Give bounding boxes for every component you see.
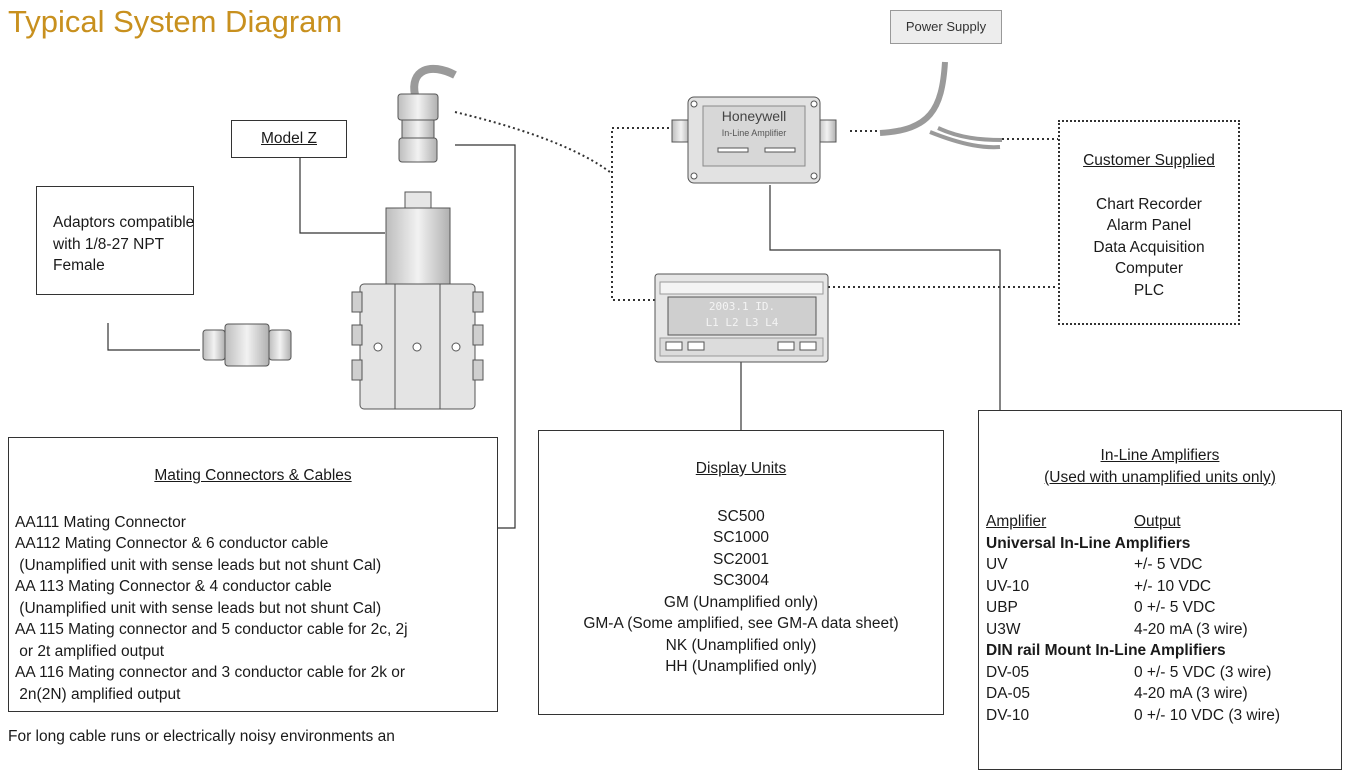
customer-item: Computer <box>1114 260 1184 277</box>
amplifier-output: 0 +/- 5 VDC <box>1134 599 1216 616</box>
amplifier-output: 4-20 mA (3 wire) <box>1134 685 1248 702</box>
mating-line: AA111 Mating Connector <box>15 513 186 531</box>
display-units-heading: Display Units <box>695 460 787 477</box>
display-readout-line1: 2003.1 ID. <box>708 300 776 313</box>
model-z-label: Model Z <box>261 130 317 147</box>
customer-item: PLC <box>1133 281 1165 299</box>
display-unit-item: HH (Unamplified only) <box>665 658 817 675</box>
amplifier-output: 0 +/- 10 VDC (3 wire) <box>1134 706 1281 724</box>
adaptors-line: Adaptors compatible <box>53 214 195 231</box>
amplifiers-column-headers: Amplifier Output <box>986 511 1341 533</box>
mating-connectors-box: Mating Connectors & Cables AA111 Mating … <box>8 437 498 712</box>
display-unit-item: GM-A (Some amplified, see GM-A data shee… <box>583 615 899 632</box>
model-z-transducer-drawing <box>351 191 484 410</box>
power-cable-drawing <box>879 61 1003 150</box>
cable-connector-drawing <box>397 64 457 163</box>
model-z-leader <box>299 155 385 234</box>
amplifier-row: DV-05 0 +/- 5 VDC (3 wire) <box>986 662 1341 684</box>
footer-note: For long cable runs or electrically nois… <box>8 728 395 745</box>
display-unit-item: SC500 <box>717 507 765 525</box>
customer-item: Alarm Panel <box>1106 217 1192 234</box>
amplifier-row: DA-05 4-20 mA (3 wire) <box>986 683 1341 705</box>
amplifiers-heading: In-Line Amplifiers <box>1100 447 1220 464</box>
amplifier-row: UV-10 +/- 10 VDC <box>986 576 1341 598</box>
in-line-amplifiers-box: In-Line Amplifiers (Used with unamplifie… <box>978 410 1342 770</box>
amplifier-output: +/- 10 VDC <box>1134 577 1212 595</box>
amplifier-output: 0 +/- 5 VDC (3 wire) <box>1134 663 1272 681</box>
mating-line: AA 115 Mating connector and 5 conductor … <box>15 621 408 638</box>
mating-heading: Mating Connectors & Cables <box>154 467 352 484</box>
customer-item: Data Acquisition <box>1093 238 1205 256</box>
mating-line: AA112 Mating Connector & 6 conductor cab… <box>15 535 329 552</box>
mating-line: or 2t amplified output <box>15 642 165 660</box>
display-readout: 2003.1 ID. L1 L2 L3 L4 <box>672 299 812 331</box>
amplifier-row: UBP 0 +/- 5 VDC <box>986 597 1341 619</box>
mating-line: AA 113 Mating Connector & 4 conductor ca… <box>15 578 332 595</box>
adaptor-fitting-drawing <box>202 323 292 367</box>
customer-item: Chart Recorder <box>1096 195 1202 213</box>
customer-heading: Customer Supplied <box>1083 152 1215 169</box>
display-unit-item: SC1000 <box>712 529 769 546</box>
amplifier-name: DV-05 <box>986 663 1030 681</box>
amplifier-name: DV-10 <box>986 706 1030 724</box>
display-unit-item: SC3004 <box>712 572 769 589</box>
amplifier-model-label: In-Line Amplifier <box>721 128 787 138</box>
power-supply-label: Power Supply <box>905 19 987 34</box>
adaptors-line: Female <box>53 257 105 274</box>
connector-leader <box>455 144 516 529</box>
amplifier-output: +/- 5 VDC <box>1134 556 1203 573</box>
power-supply-box: Power Supply <box>890 10 1002 44</box>
amp-to-amplifiers-leader <box>769 185 1001 410</box>
adaptors-line: with 1/8-27 NPT <box>53 235 165 253</box>
amplifier-name: UBP <box>986 599 1018 616</box>
amplifier-group-heading: DIN rail Mount In-Line Amplifiers <box>986 642 1226 659</box>
adaptors-box: Adaptors compatible with 1/8-27 NPT Fema… <box>36 186 194 295</box>
amplifier-brand-label: Honeywell <box>721 108 787 124</box>
amplifier-name: UV <box>986 556 1008 573</box>
mating-line: (Unamplified unit with sense leads but n… <box>15 556 382 574</box>
display-readout-line2: L1 L2 L3 L4 <box>705 316 779 329</box>
amplifier-row: U3W 4-20 mA (3 wire) <box>986 619 1341 641</box>
customer-supplied-box: Customer Supplied Chart Recorder Alarm P… <box>1058 120 1240 325</box>
amplifier-column-header: Amplifier <box>986 513 1047 530</box>
amplifier-group-heading: Universal In-Line Amplifiers <box>986 534 1191 552</box>
model-z-box: Model Z <box>231 120 347 158</box>
mating-line: (Unamplified unit with sense leads but n… <box>15 599 382 617</box>
display-units-box: Display Units SC500 SC1000 SC2001 SC3004… <box>538 430 944 715</box>
amplifier-name: DA-05 <box>986 685 1030 702</box>
output-column-header: Output <box>1134 513 1181 530</box>
connector-cable-dotted <box>454 111 611 173</box>
amplifier-output: 4-20 mA (3 wire) <box>1134 620 1248 638</box>
display-unit-drawing <box>654 273 829 363</box>
display-to-amp-dotted <box>611 127 672 301</box>
mating-line: AA 116 Mating connector and 3 conductor … <box>15 664 406 681</box>
amplifier-row: UV +/- 5 VDC <box>986 554 1341 576</box>
amplifier-name: UV-10 <box>986 577 1030 595</box>
in-line-amplifier-drawing <box>671 96 837 184</box>
amplifier-row: DV-10 0 +/- 10 VDC (3 wire) <box>986 705 1341 727</box>
amplifier-name: U3W <box>986 620 1021 638</box>
mating-line: 2n(2N) amplified output <box>15 685 181 703</box>
display-unit-item: GM (Unamplified only) <box>663 593 819 611</box>
display-unit-item: SC2001 <box>712 550 769 568</box>
page-title: Typical System Diagram <box>8 4 343 39</box>
display-unit-item: NK (Unamplified only) <box>665 636 817 654</box>
amplifiers-subheading: (Used with unamplified units only) <box>1044 468 1276 486</box>
adaptor-leader <box>107 323 200 351</box>
